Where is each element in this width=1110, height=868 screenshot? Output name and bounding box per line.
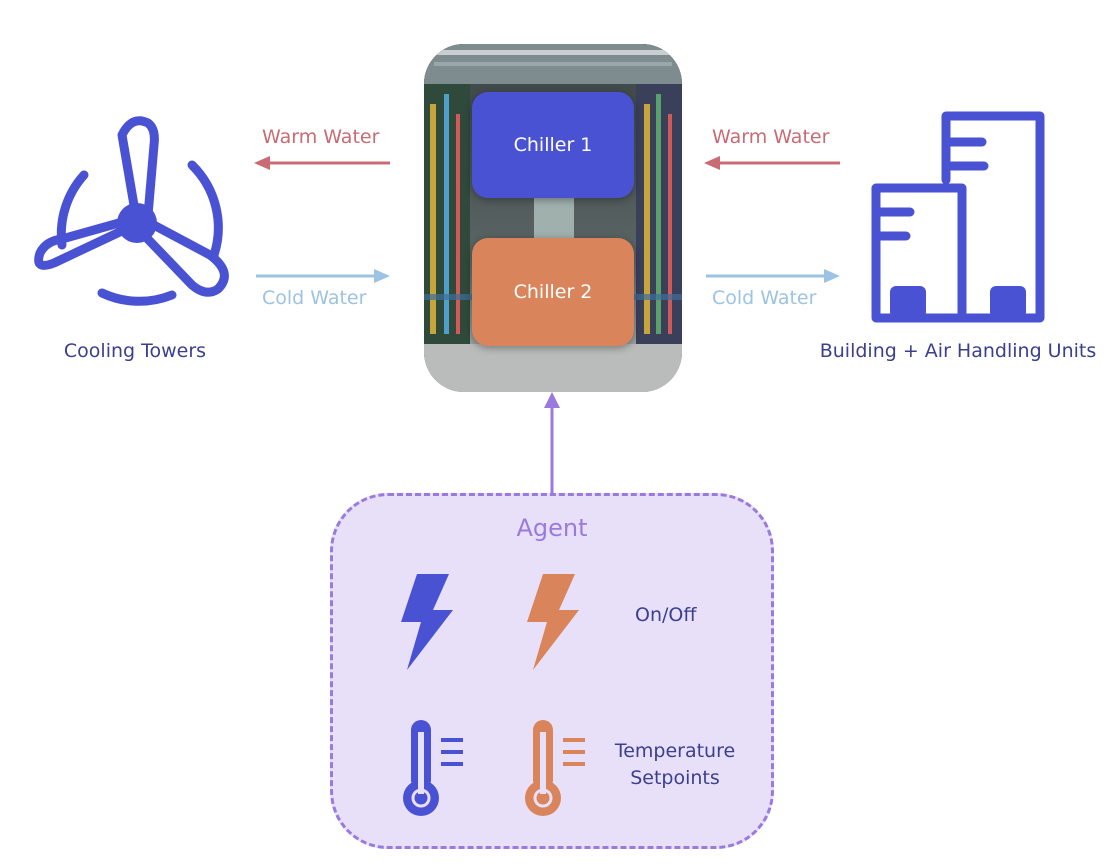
temperature-setpoints-label: Temperature Setpoints bbox=[595, 738, 755, 792]
setpoints-label-line1: Temperature bbox=[614, 740, 736, 762]
warm-water-arrow-left bbox=[254, 156, 390, 170]
fan-icon bbox=[34, 116, 229, 306]
cold-water-arrow-right bbox=[706, 269, 840, 283]
agent-control-arrow bbox=[544, 392, 560, 494]
setpoints-label-line2: Setpoints bbox=[630, 767, 720, 789]
chiller-2-box: Chiller 2 bbox=[472, 238, 634, 346]
thermometer-icon bbox=[403, 720, 463, 816]
agent-title: Agent bbox=[516, 514, 588, 542]
bolt-icon bbox=[527, 574, 579, 670]
cold-water-label-left: Cold Water bbox=[262, 287, 367, 309]
chiller-1-box: Chiller 1 bbox=[472, 92, 634, 198]
cold-water-label-right: Cold Water bbox=[712, 287, 817, 309]
building-icon bbox=[871, 111, 1045, 323]
warm-water-label-left: Warm Water bbox=[262, 126, 380, 148]
bolt-icon bbox=[401, 574, 453, 670]
building-label: Building + Air Handling Units bbox=[819, 340, 1097, 362]
cold-water-arrow-left bbox=[256, 269, 390, 283]
warm-water-label-right: Warm Water bbox=[712, 126, 830, 148]
thermometer-icon bbox=[525, 720, 585, 816]
warm-water-arrow-right bbox=[704, 156, 840, 170]
chiller-plant-panel: Chiller 1 Chiller 2 bbox=[424, 44, 682, 392]
on-off-label: On/Off bbox=[635, 604, 697, 626]
agent-panel: Agent On/Off Temperature Setpoints bbox=[330, 493, 774, 849]
cooling-towers-label: Cooling Towers bbox=[63, 340, 207, 362]
